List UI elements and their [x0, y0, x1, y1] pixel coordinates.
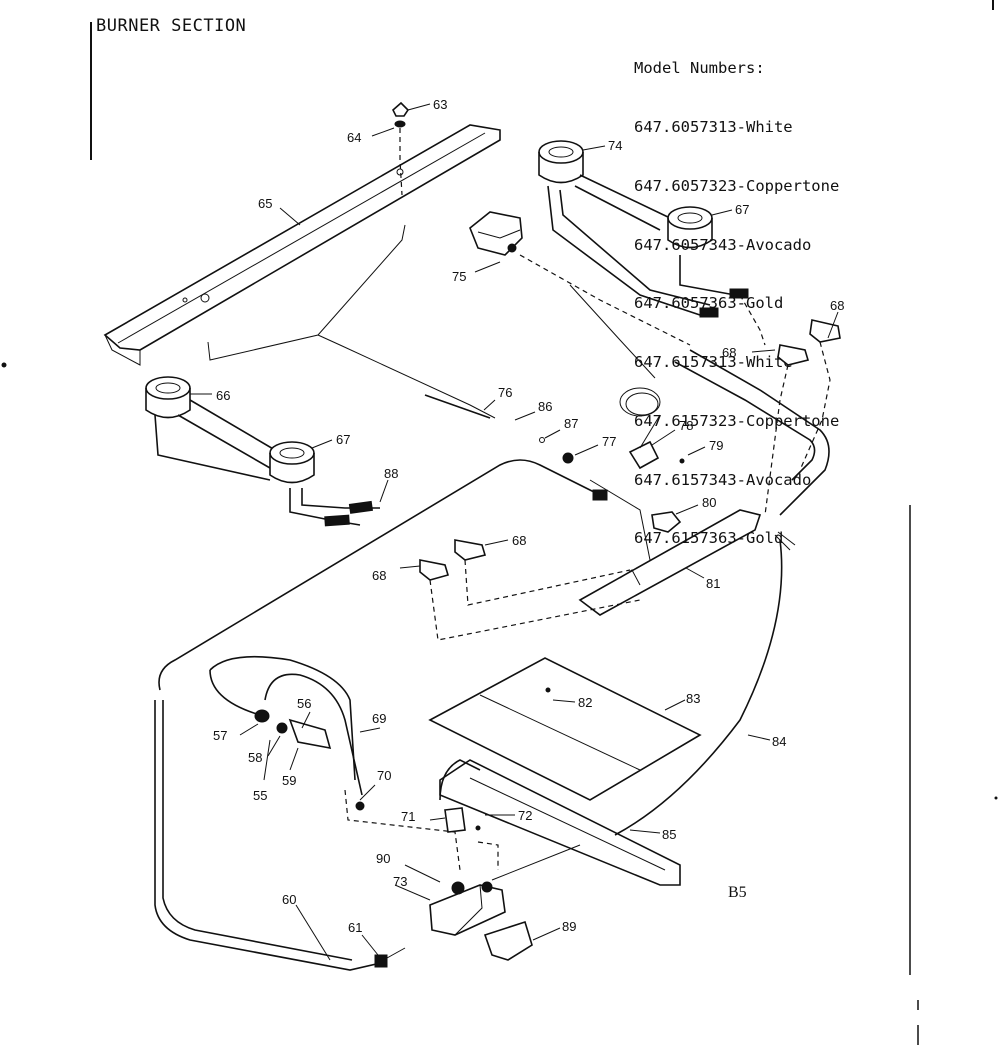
right-burner-assembly — [538, 140, 749, 318]
long-tube — [614, 531, 796, 836]
callout-80: 80 — [702, 495, 716, 510]
callout-67: 67 — [336, 432, 350, 447]
model-numbers-heading: Model Numbers: — [634, 59, 765, 78]
callout-58: 58 — [248, 750, 262, 765]
model-number: 647.6157343-Avocado — [634, 470, 812, 489]
callout-leaders — [190, 103, 839, 961]
left-burner-assembly — [145, 376, 380, 527]
model-number: 647.6057313-White — [634, 117, 793, 136]
callout-84: 84 — [772, 734, 786, 749]
callout-55: 55 — [253, 788, 267, 803]
callout-73: 73 — [393, 874, 407, 889]
center-pipe — [578, 479, 762, 616]
callout-65: 65 — [258, 196, 272, 211]
callout-71: 71 — [401, 809, 415, 824]
callout-87: 87 — [564, 416, 578, 431]
callout-labels: 63 64 65 66 67 74 67 75 76 86 87 77 78 7… — [213, 97, 844, 935]
callout-74: 74 — [608, 138, 622, 153]
callout-77: 77 — [602, 434, 616, 449]
model-number: 647.6057323-Coppertone — [634, 176, 840, 195]
callout-59: 59 — [282, 773, 296, 788]
callout-67: 67 — [735, 202, 749, 217]
callout-70: 70 — [377, 768, 391, 783]
oven-valve-bracket — [483, 920, 533, 961]
ignitor-assembly — [539, 284, 685, 470]
callout-88: 88 — [384, 466, 398, 481]
callout-89: 89 — [562, 919, 576, 934]
right-valve — [469, 211, 691, 346]
callout-68: 68 — [830, 298, 844, 313]
page-code: B5 — [728, 884, 747, 901]
callout-64: 64 — [347, 130, 361, 145]
callout-68: 68 — [722, 345, 736, 360]
oven-ignitor-lead — [209, 655, 365, 811]
callout-61: 61 — [348, 920, 362, 935]
oven-valve — [344, 789, 581, 936]
model-number: 647.6057363-Gold — [634, 294, 784, 313]
callout-60: 60 — [282, 892, 296, 907]
callout-85: 85 — [662, 827, 676, 842]
model-number: 647.6157323-Coppertone — [634, 411, 840, 430]
manifold-pipe — [154, 349, 830, 971]
callout-72: 72 — [518, 808, 532, 823]
callout-90: 90 — [376, 851, 390, 866]
orifice-fittings — [419, 294, 841, 641]
bracket-screw — [392, 101, 410, 196]
oven-burner — [439, 759, 681, 886]
model-numbers-list: Model Numbers: 647.6057313-White 647.605… — [634, 20, 839, 588]
callout-68: 68 — [372, 568, 386, 583]
callout-78: 78 — [679, 418, 693, 433]
callout-86: 86 — [538, 399, 552, 414]
callout-75: 75 — [452, 269, 466, 284]
callout-66: 66 — [216, 388, 230, 403]
callout-82: 82 — [578, 695, 592, 710]
section-title: BURNER SECTION — [96, 16, 247, 36]
model-number: 647.6157313-White — [634, 353, 793, 372]
model-number: 647.6157363-Gold — [634, 529, 784, 548]
callout-68: 68 — [512, 533, 526, 548]
callout-57: 57 — [213, 728, 227, 743]
model-number: 647.6057343-Avocado — [634, 235, 812, 254]
thermocouple-tube — [207, 224, 496, 419]
callout-81: 81 — [706, 576, 720, 591]
callout-56: 56 — [297, 696, 311, 711]
burner-support-bracket — [103, 124, 501, 366]
callout-83: 83 — [686, 691, 700, 706]
callout-63: 63 — [433, 97, 447, 112]
callout-79: 79 — [709, 438, 723, 453]
callout-76: 76 — [498, 385, 512, 400]
callout-69: 69 — [372, 711, 386, 726]
burner-shield — [428, 657, 702, 801]
